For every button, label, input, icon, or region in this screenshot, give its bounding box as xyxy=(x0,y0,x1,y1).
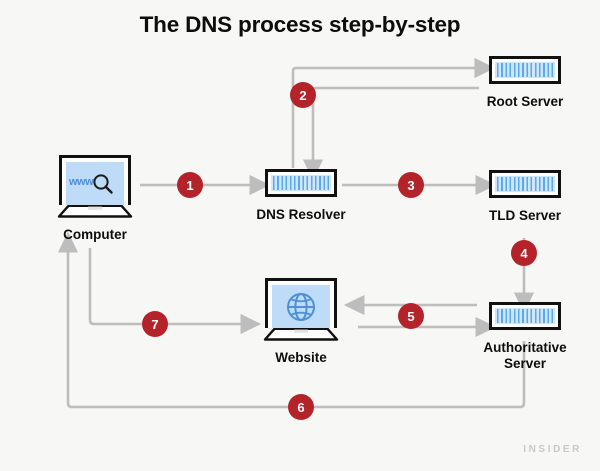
node-label-dns-resolver: DNS Resolver xyxy=(256,207,346,222)
node-tld-server[interactable]: TLD Server xyxy=(487,170,563,224)
node-label-authoritative-server: Authoritative Server xyxy=(483,340,567,371)
step-badge-7[interactable]: 7 xyxy=(142,311,168,337)
laptop-search-icon: www xyxy=(53,155,137,218)
server-icon xyxy=(489,302,561,330)
node-label-root-server: Root Server xyxy=(486,94,564,109)
server-icon xyxy=(265,169,337,197)
step-badge-6[interactable]: 6 xyxy=(288,394,314,420)
insider-watermark: INSIDER xyxy=(523,444,582,455)
step-badge-4[interactable]: 4 xyxy=(511,240,537,266)
step-badge-5[interactable]: 5 xyxy=(398,303,424,329)
arrow-step-2-return xyxy=(302,86,479,181)
node-authoritative-server[interactable]: Authoritative Server xyxy=(483,302,567,371)
node-website[interactable]: Website xyxy=(258,278,344,366)
node-dns-resolver[interactable]: DNS Resolver xyxy=(256,169,346,223)
node-root-server[interactable]: Root Server xyxy=(487,56,563,110)
step-badge-2[interactable]: 2 xyxy=(290,82,316,108)
arrow-step-7 xyxy=(88,248,262,335)
step-badge-3[interactable]: 3 xyxy=(398,172,424,198)
node-label-website: Website xyxy=(275,350,327,365)
laptop-globe-icon xyxy=(259,278,343,341)
step-badge-1[interactable]: 1 xyxy=(177,172,203,198)
node-label-tld-server: TLD Server xyxy=(488,208,562,223)
globe-icon xyxy=(287,292,315,321)
node-label-computer: Computer xyxy=(63,227,127,242)
server-icon xyxy=(489,170,561,198)
page-title: The DNS process step-by-step xyxy=(139,12,461,37)
arrow-step-2-out xyxy=(291,57,496,168)
magnifier-icon xyxy=(93,173,113,194)
www-text: www xyxy=(69,175,94,188)
server-icon xyxy=(489,56,561,84)
node-computer[interactable]: www Computer xyxy=(40,155,150,243)
